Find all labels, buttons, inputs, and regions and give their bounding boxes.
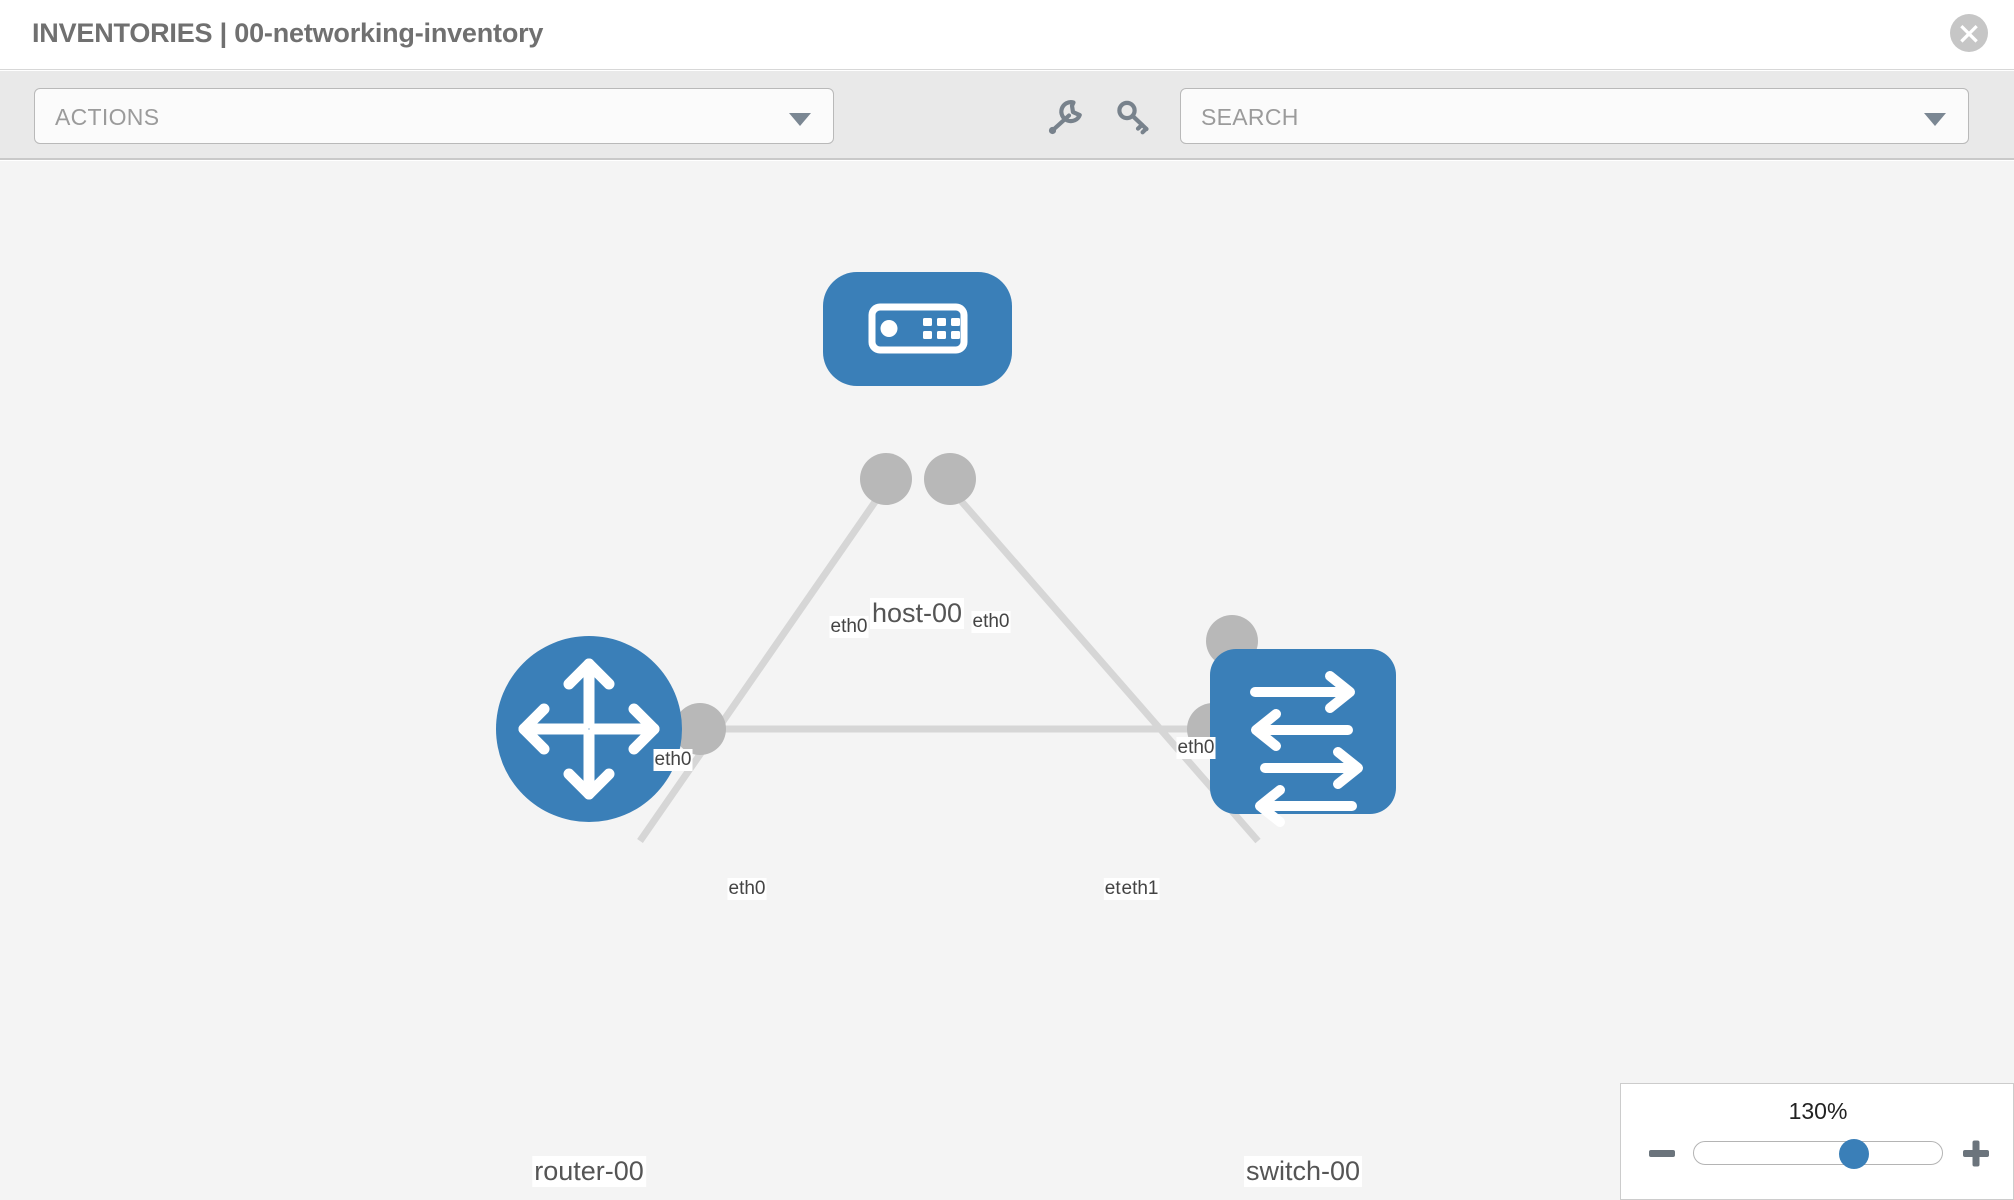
interface-label: eth0 [971,611,1011,633]
router-arrows-icon [518,658,660,800]
interface-label: eth1 [1120,878,1160,900]
search-placeholder-label: SEARCH [1201,104,1299,130]
topology-graph [496,272,1396,844]
toolbar: ACTIONS SEARCH [0,71,2014,160]
endpoint-host-eth0-left [860,453,912,505]
zoom-slider-thumb[interactable] [1839,1139,1869,1169]
server-icon-details [880,318,960,339]
topology-canvas[interactable]: host-00 router-00 switch-00 eth0 eth0 et… [0,161,2014,1200]
interface-label: eth0 [653,749,693,771]
close-icon[interactable] [1950,14,1988,52]
interface-label: eth0 [727,878,767,900]
switch-arrows-icon [1250,671,1363,827]
endpoint-router-eth0 [674,703,726,755]
actions-dropdown[interactable]: ACTIONS [34,88,834,144]
page-title: INVENTORIES | 00-networking-inventory [32,18,544,48]
title-bar: INVENTORIES | 00-networking-inventory [0,0,2014,70]
interface-label: eth0 [829,616,869,638]
chevron-down-icon [789,113,811,126]
node-label-host-00: host-00 [869,598,965,629]
node-label-switch-00: switch-00 [1243,1156,1363,1187]
node-host-00 [823,272,1012,386]
node-router-00 [496,636,682,822]
node-label-router-00: router-00 [532,1156,646,1187]
plus-icon[interactable] [1959,1136,1993,1170]
minus-icon[interactable] [1645,1136,1679,1170]
zoom-level-value: 130% [1788,1098,1848,1124]
zoom-slider[interactable] [1693,1139,1943,1169]
search-input[interactable]: SEARCH [1180,88,1969,144]
interface-label: eth0 [1176,737,1216,759]
chevron-down-icon [1924,113,1946,126]
interface-endpoints [674,453,1258,755]
zoom-control-panel: 130% [1620,1083,2014,1200]
link-router-host [637,484,889,843]
zoom-slider-row [1621,1136,2014,1176]
endpoint-host-eth0-right [924,453,976,505]
key-icon[interactable] [1112,95,1156,139]
node-switch-00 [1210,649,1396,827]
wrench-icon[interactable] [1043,95,1087,139]
link-host-switch [945,483,1261,844]
actions-dropdown-label: ACTIONS [55,104,160,130]
server-icon [868,303,968,354]
